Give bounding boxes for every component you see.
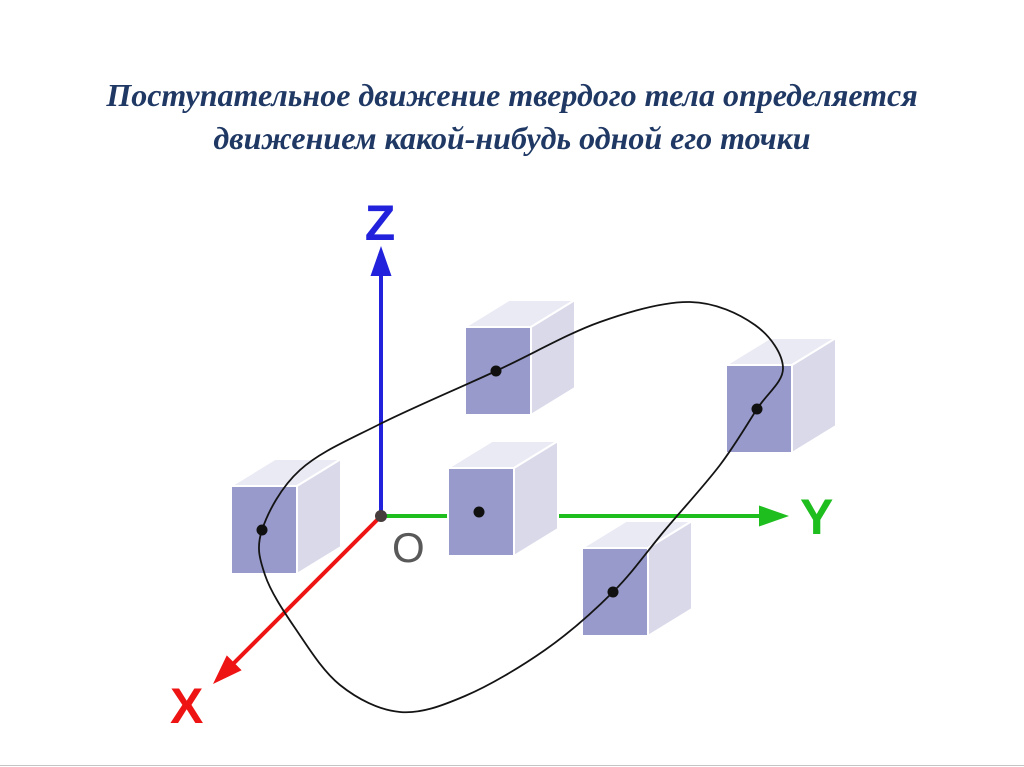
axis-x-line [231,514,383,666]
cube-1-point [490,365,502,377]
cube-4-point [473,506,485,518]
axis-z-arrowhead [370,246,392,276]
origin-label: O [392,524,425,571]
cube-2-point [751,403,763,415]
axis-y-arrowhead [759,505,789,527]
title-line-1: Поступательное движение твердого тела оп… [106,77,918,113]
trajectory-ellipse [258,301,784,714]
title-line-2: движением какой-нибудь одной его точки [213,119,811,156]
axis-z-label: Z [365,195,396,251]
slide-bottom-edge [0,765,1024,766]
axis-x-arrowhead [213,655,242,684]
cube-3-point [256,524,268,536]
axis-x-label: X [170,678,203,734]
cube-5-point [607,586,619,598]
axis-y-label: Y [800,489,833,545]
origin-dot [375,510,387,522]
slide-title: Поступательное движение твердого тела оп… [0,74,1024,160]
